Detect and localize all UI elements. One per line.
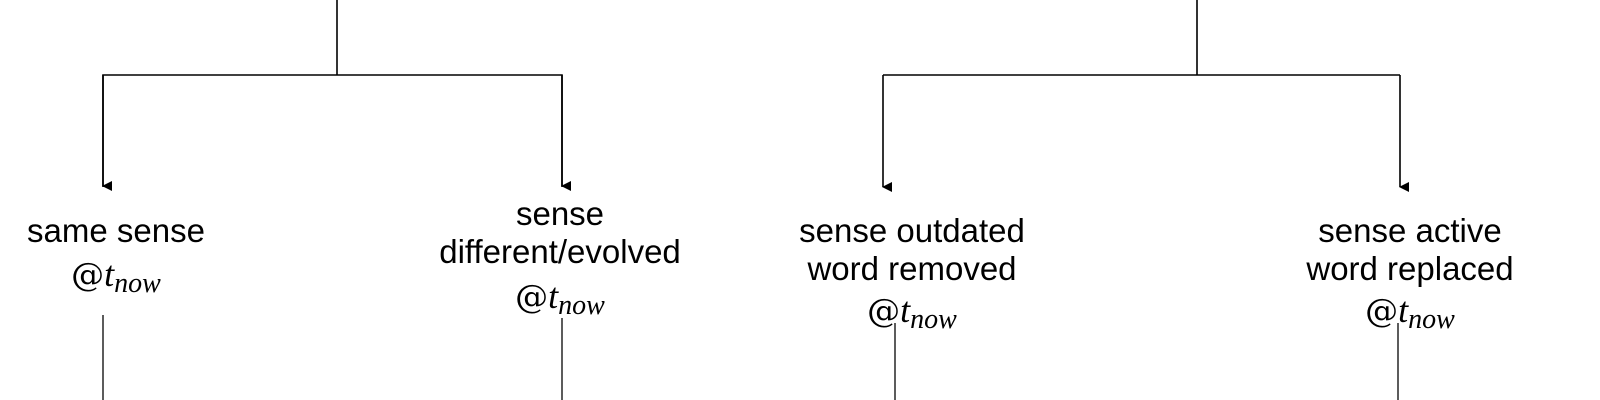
node-same-sense: same sense @tnow: [27, 212, 205, 400]
right-branch-connector: [882, 0, 1409, 192]
node-label-line: same sense: [27, 212, 205, 249]
time-label: @tnow: [867, 290, 957, 335]
node-sense-active-word-replaced: sense active word replaced @tnow: [1305, 212, 1514, 400]
time-label: @tnow: [515, 276, 605, 321]
node-sense-different-evolved: sense different/evolved @tnow: [439, 195, 681, 400]
node-label-line: word replaced: [1305, 250, 1513, 287]
node-label-line: sense outdated: [799, 212, 1025, 249]
node-label-line: different/evolved: [439, 233, 681, 270]
time-label: @tnow: [1365, 290, 1455, 335]
node-sense-outdated-word-removed: sense outdated word removed @tnow: [799, 212, 1025, 400]
node-label-line: word removed: [806, 250, 1016, 287]
node-label-line: sense: [516, 195, 604, 232]
time-label: @tnow: [71, 254, 161, 299]
left-branch-connector: [102, 0, 571, 191]
node-label-line: sense active: [1318, 212, 1501, 249]
